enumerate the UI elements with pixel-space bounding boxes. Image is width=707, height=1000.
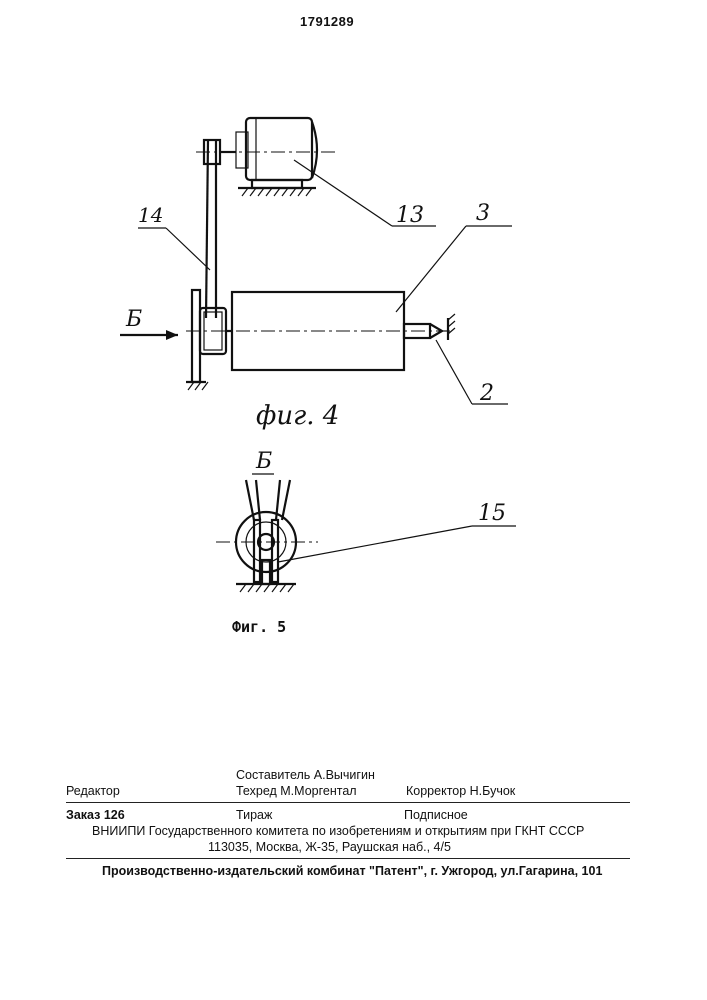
view-arrow-label: Б <box>125 307 142 332</box>
label-13: 13 <box>396 203 424 228</box>
address-line: 113035, Москва, Ж-35, Раушская наб., 4/5 <box>208 840 451 854</box>
label-3: 3 <box>476 201 490 226</box>
drive-pulley <box>186 290 232 390</box>
belt-14 <box>206 140 216 318</box>
figure-5-caption: Фиг. 5 <box>232 618 286 636</box>
figure-4-caption: фиг. 4 <box>256 401 339 431</box>
divider <box>66 802 630 803</box>
order-number: Заказ 126 <box>66 808 125 822</box>
techred: Техред М.Моргентал <box>236 784 357 798</box>
circulation: Тираж <box>236 808 272 822</box>
editor-label: Редактор <box>66 784 120 798</box>
leader-lines-fig4 <box>138 160 512 404</box>
corrector: Корректор Н.Бучок <box>406 784 515 798</box>
colophon: Составитель А.Вычигин Редактор Техред М.… <box>0 760 707 890</box>
publisher-line: Производственно-издательский комбинат "П… <box>102 864 602 878</box>
subscription: Подписное <box>404 808 468 822</box>
technical-drawing: 14 13 3 2 Б фиг. 4 Б 15 Фиг. 5 <box>0 0 707 700</box>
label-15: 15 <box>478 501 506 526</box>
vniipi-line: ВНИИПИ Государственного комитета по изоб… <box>92 824 584 838</box>
label-14: 14 <box>138 203 163 227</box>
divider <box>66 858 630 859</box>
view-b-label: Б <box>255 449 272 474</box>
label-2: 2 <box>479 381 494 406</box>
figure-5: Б 15 Фиг. 5 <box>216 449 516 636</box>
figure-4: 14 13 3 2 Б фиг. 4 <box>120 118 512 431</box>
compiler: Составитель А.Вычигин <box>236 768 375 782</box>
